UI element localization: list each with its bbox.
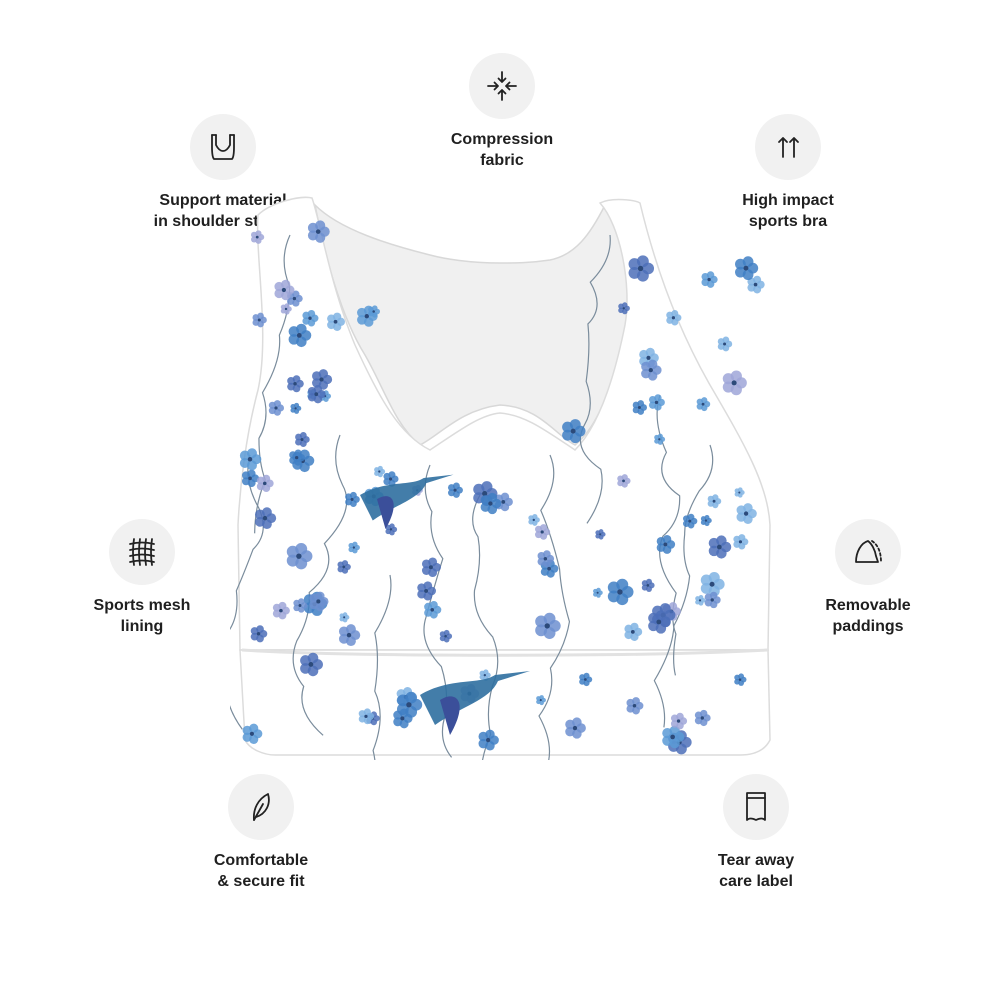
up-arrows-icon [755, 114, 821, 180]
feature-comfortable-fit: Comfortable & secure fit [141, 774, 381, 892]
removable-paddings-label: Removable paddings [825, 597, 911, 635]
bra-straps-icon [190, 114, 256, 180]
compression-arrows-icon [469, 53, 535, 119]
feature-removable-paddings: Removable paddings [748, 519, 988, 637]
high-impact-label: High impact sports bra [742, 192, 834, 230]
feather-icon [228, 774, 294, 840]
feature-sports-mesh: Sports mesh lining [22, 519, 262, 637]
feature-care-label: Tear away care label [636, 774, 876, 892]
sports-bra-image [225, 195, 775, 912]
compression-fabric-label: Compression fabric [450, 131, 554, 169]
mesh-grid-icon [109, 519, 175, 585]
feature-high-impact: High impact sports bra [668, 114, 908, 232]
sports-bra-graphic [225, 196, 771, 912]
padding-cup-icon [835, 519, 901, 585]
comfortable-fit-label: Comfortable & secure fit [213, 852, 309, 890]
care-label-label: Tear away care label [717, 852, 795, 890]
feature-compression-fabric: Compression fabric [382, 53, 622, 171]
sports-mesh-label: Sports mesh lining [93, 597, 191, 635]
care-label-icon [723, 774, 789, 840]
